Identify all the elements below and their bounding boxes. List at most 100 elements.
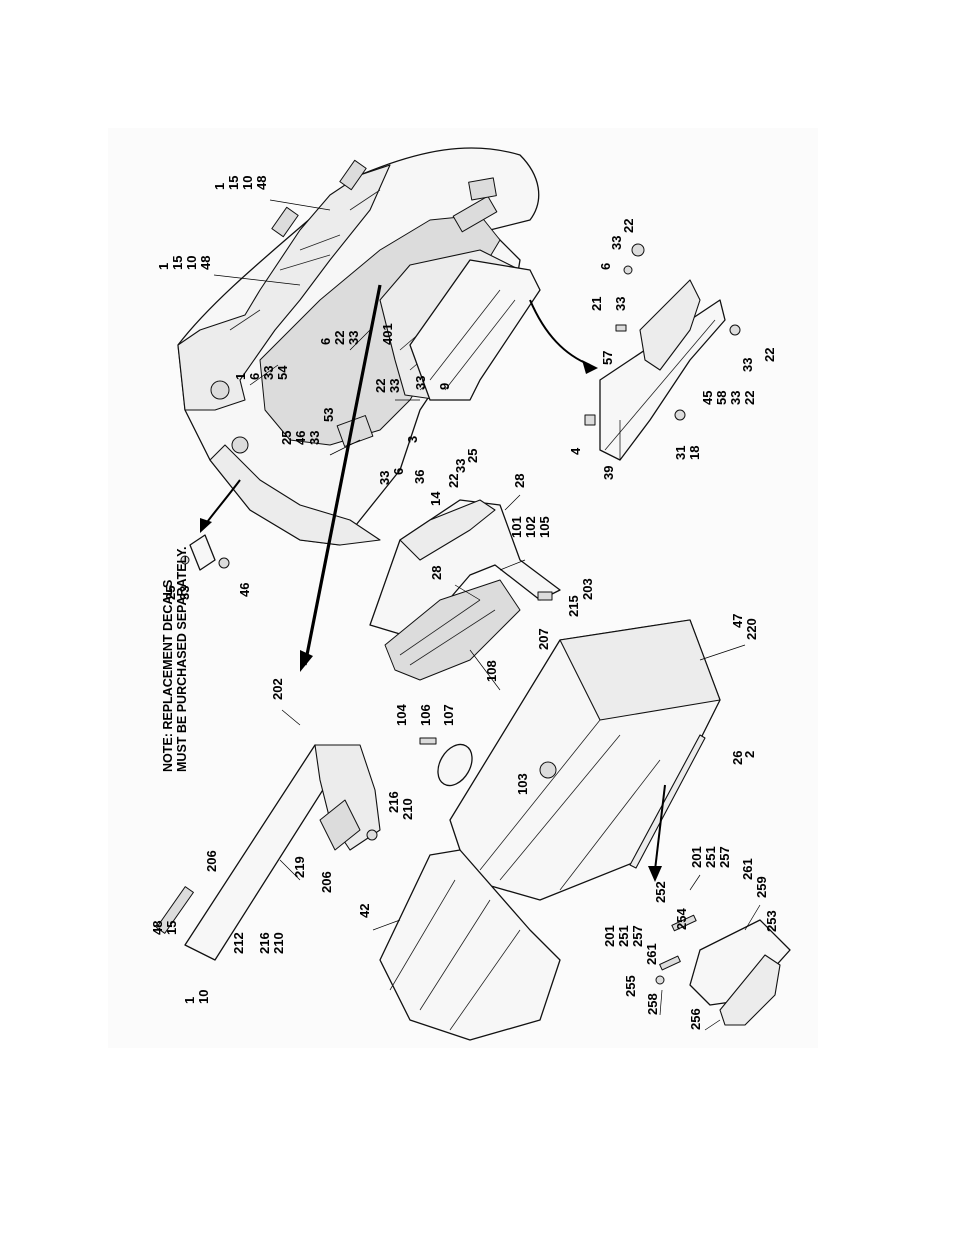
callout-36: 36 [412,470,427,484]
housing-port-103 [539,761,557,779]
callout-219: 219 [292,856,307,878]
callout-401: 401 [380,323,395,345]
callout-26: 26 [730,751,745,765]
callout-33: 33 [413,376,428,390]
leader-line [659,989,663,1016]
callout-25: 25 [163,586,178,600]
callout-3: 3 [405,436,420,443]
washer-216 [366,829,378,841]
pin-201 [671,914,697,932]
callout-257: 257 [717,846,732,868]
arrow-head-2 [582,360,598,374]
callout-14: 14 [428,491,443,506]
callout-210: 210 [271,932,286,954]
callout-22: 22 [446,474,461,488]
bumper-assembly [655,914,791,1026]
control-module [452,195,498,233]
leader-line [454,584,481,601]
callout-22: 22 [621,219,636,233]
callout-39: 39 [601,466,616,480]
callout-1: 1 [156,263,171,270]
callout-33: 33 [728,391,743,405]
callout-253: 253 [764,910,779,932]
callout-57: 57 [600,351,615,365]
callout-46: 46 [293,431,308,445]
note-line-2: MUST BE PURCHASED SEPARATELY. [175,547,189,773]
callout-47: 47 [730,614,745,628]
callout-220: 220 [744,618,759,640]
callout-206: 206 [319,871,334,893]
callout-257: 257 [630,925,645,947]
bracket-mount-45 [639,279,701,371]
callout-45: 45 [700,391,715,405]
callout-1: 1 [233,373,248,380]
callout-216: 216 [257,932,272,954]
arrow-head-4 [648,866,662,882]
bolt-4 [584,414,596,426]
callout-10: 10 [240,176,255,190]
callout-261: 261 [644,943,659,965]
callout-6: 6 [247,373,262,380]
leader-line [372,919,401,931]
small-bracket [189,534,216,571]
pin-251 [659,955,681,971]
arrow-to-bumper [654,784,666,871]
callout-21: 21 [589,297,604,311]
callout-106: 106 [418,704,433,726]
lamp-107 [437,743,473,787]
callout-28: 28 [512,474,527,488]
callout-4: 4 [568,447,583,455]
latch-207 [537,591,553,601]
hinge-details [271,159,367,238]
callout-201: 201 [689,846,704,868]
callout-6: 6 [391,468,406,475]
callout-1: 1 [182,997,197,1004]
arrow-head-1 [300,650,313,672]
callout-15: 15 [164,921,179,935]
housing-47 [449,619,721,901]
callout-258: 258 [645,993,660,1015]
callout-207: 207 [536,628,551,650]
callout-28: 28 [429,566,444,580]
callout-206: 206 [204,850,219,872]
callout-18: 18 [687,446,702,460]
callout-108: 108 [484,660,499,682]
callout-10: 10 [184,256,199,270]
callout-33: 33 [346,331,361,345]
callout-31: 31 [673,446,688,460]
callout-33: 33 [613,297,628,311]
callout-15: 15 [170,256,185,270]
callout-22: 22 [762,348,777,362]
callout-203: 203 [580,578,595,600]
callout-256: 256 [688,1008,703,1030]
callout-252: 252 [653,881,668,903]
callout-33: 33 [453,459,468,473]
plate-206 [319,799,361,851]
callout-46: 46 [237,583,252,597]
chassis-hole-1 [210,380,230,400]
callout-25: 25 [279,431,294,445]
callout-48: 48 [150,921,165,935]
callout-54: 54 [275,365,290,380]
leader-line [269,199,331,211]
callout-33: 33 [387,379,402,393]
side-panel-assembly [156,744,381,961]
frame-rail [399,499,496,561]
callout-42: 42 [357,904,372,918]
callout-202: 202 [270,678,285,700]
hinge-upper [339,159,367,191]
housing-top-face [559,619,721,721]
callout-10: 10 [196,990,211,1004]
hinge-lower [271,206,299,238]
callout-251: 251 [616,925,631,947]
leader-line [469,649,501,691]
chassis-rear-bumper [209,444,381,546]
leader-line [213,274,301,286]
callout-101: 101 [509,516,524,538]
note-line-1: NOTE: REPLACEMENT DECALS [161,580,175,772]
panel-bracket-206 [314,744,381,851]
callout-33: 33 [177,586,192,600]
callout-255: 255 [623,975,638,997]
